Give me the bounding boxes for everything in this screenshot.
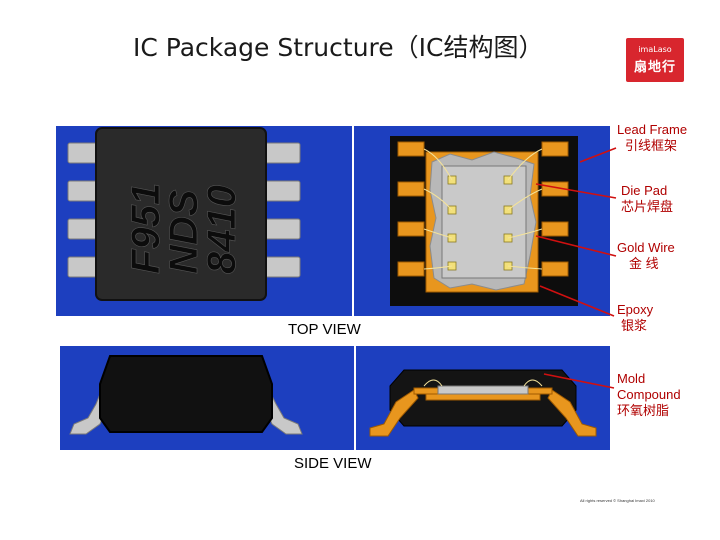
side-view-label: SIDE VIEW xyxy=(294,455,372,472)
chip-marking-line-3: 8410 xyxy=(200,185,244,274)
callout-epoxy-zh: 银浆 xyxy=(621,318,648,333)
top-view-label: TOP VIEW xyxy=(288,321,361,338)
callout-gold-wire-en: Gold Wire xyxy=(617,240,675,255)
callout-die-pad-zh: 芯片焊盘 xyxy=(621,199,674,214)
callout-mold-compound: Mold Compound 环氧树脂 xyxy=(617,371,681,419)
side-view-package-photo xyxy=(60,346,354,450)
chip-marking-line-2: NDS xyxy=(162,189,206,274)
callout-lead-frame: Lead Frame 引线框架 xyxy=(617,122,687,154)
callout-die-pad-en: Die Pad xyxy=(621,183,668,198)
logo-line-2: 扇地行 xyxy=(633,60,676,75)
callout-lead-frame-en: Lead Frame xyxy=(617,122,688,137)
page-title: IC Package Structure（IC结构图） xyxy=(133,33,544,62)
callout-mold-compound-en-1: Mold xyxy=(617,371,646,386)
callout-gold-wire-zh: 金 线 xyxy=(629,256,659,271)
callout-epoxy: Epoxy 银浆 xyxy=(617,302,653,334)
logo-line-1: imaLaso xyxy=(638,45,672,54)
callout-die-pad: Die Pad 芯片焊盘 xyxy=(621,183,673,215)
callout-lead-frame-zh: 引线框架 xyxy=(625,138,678,153)
callout-gold-wire: Gold Wire 金 线 xyxy=(617,240,675,272)
side-view-cross-section xyxy=(356,346,610,450)
callout-mold-compound-zh: 环氧树脂 xyxy=(617,403,670,418)
company-logo: imaLaso 扇地行 xyxy=(626,38,684,82)
callout-epoxy-en: Epoxy xyxy=(617,302,654,317)
chip-marking-line-1: F951 xyxy=(124,183,168,274)
copyright-notice: All rights reserved © Shanghai Imaxi 201… xyxy=(580,498,655,503)
top-view-package-photo: F951 NDS 8410 xyxy=(56,126,352,316)
top-view-internal-diagram xyxy=(354,126,610,316)
callout-mold-compound-en-2: Compound xyxy=(617,387,681,402)
